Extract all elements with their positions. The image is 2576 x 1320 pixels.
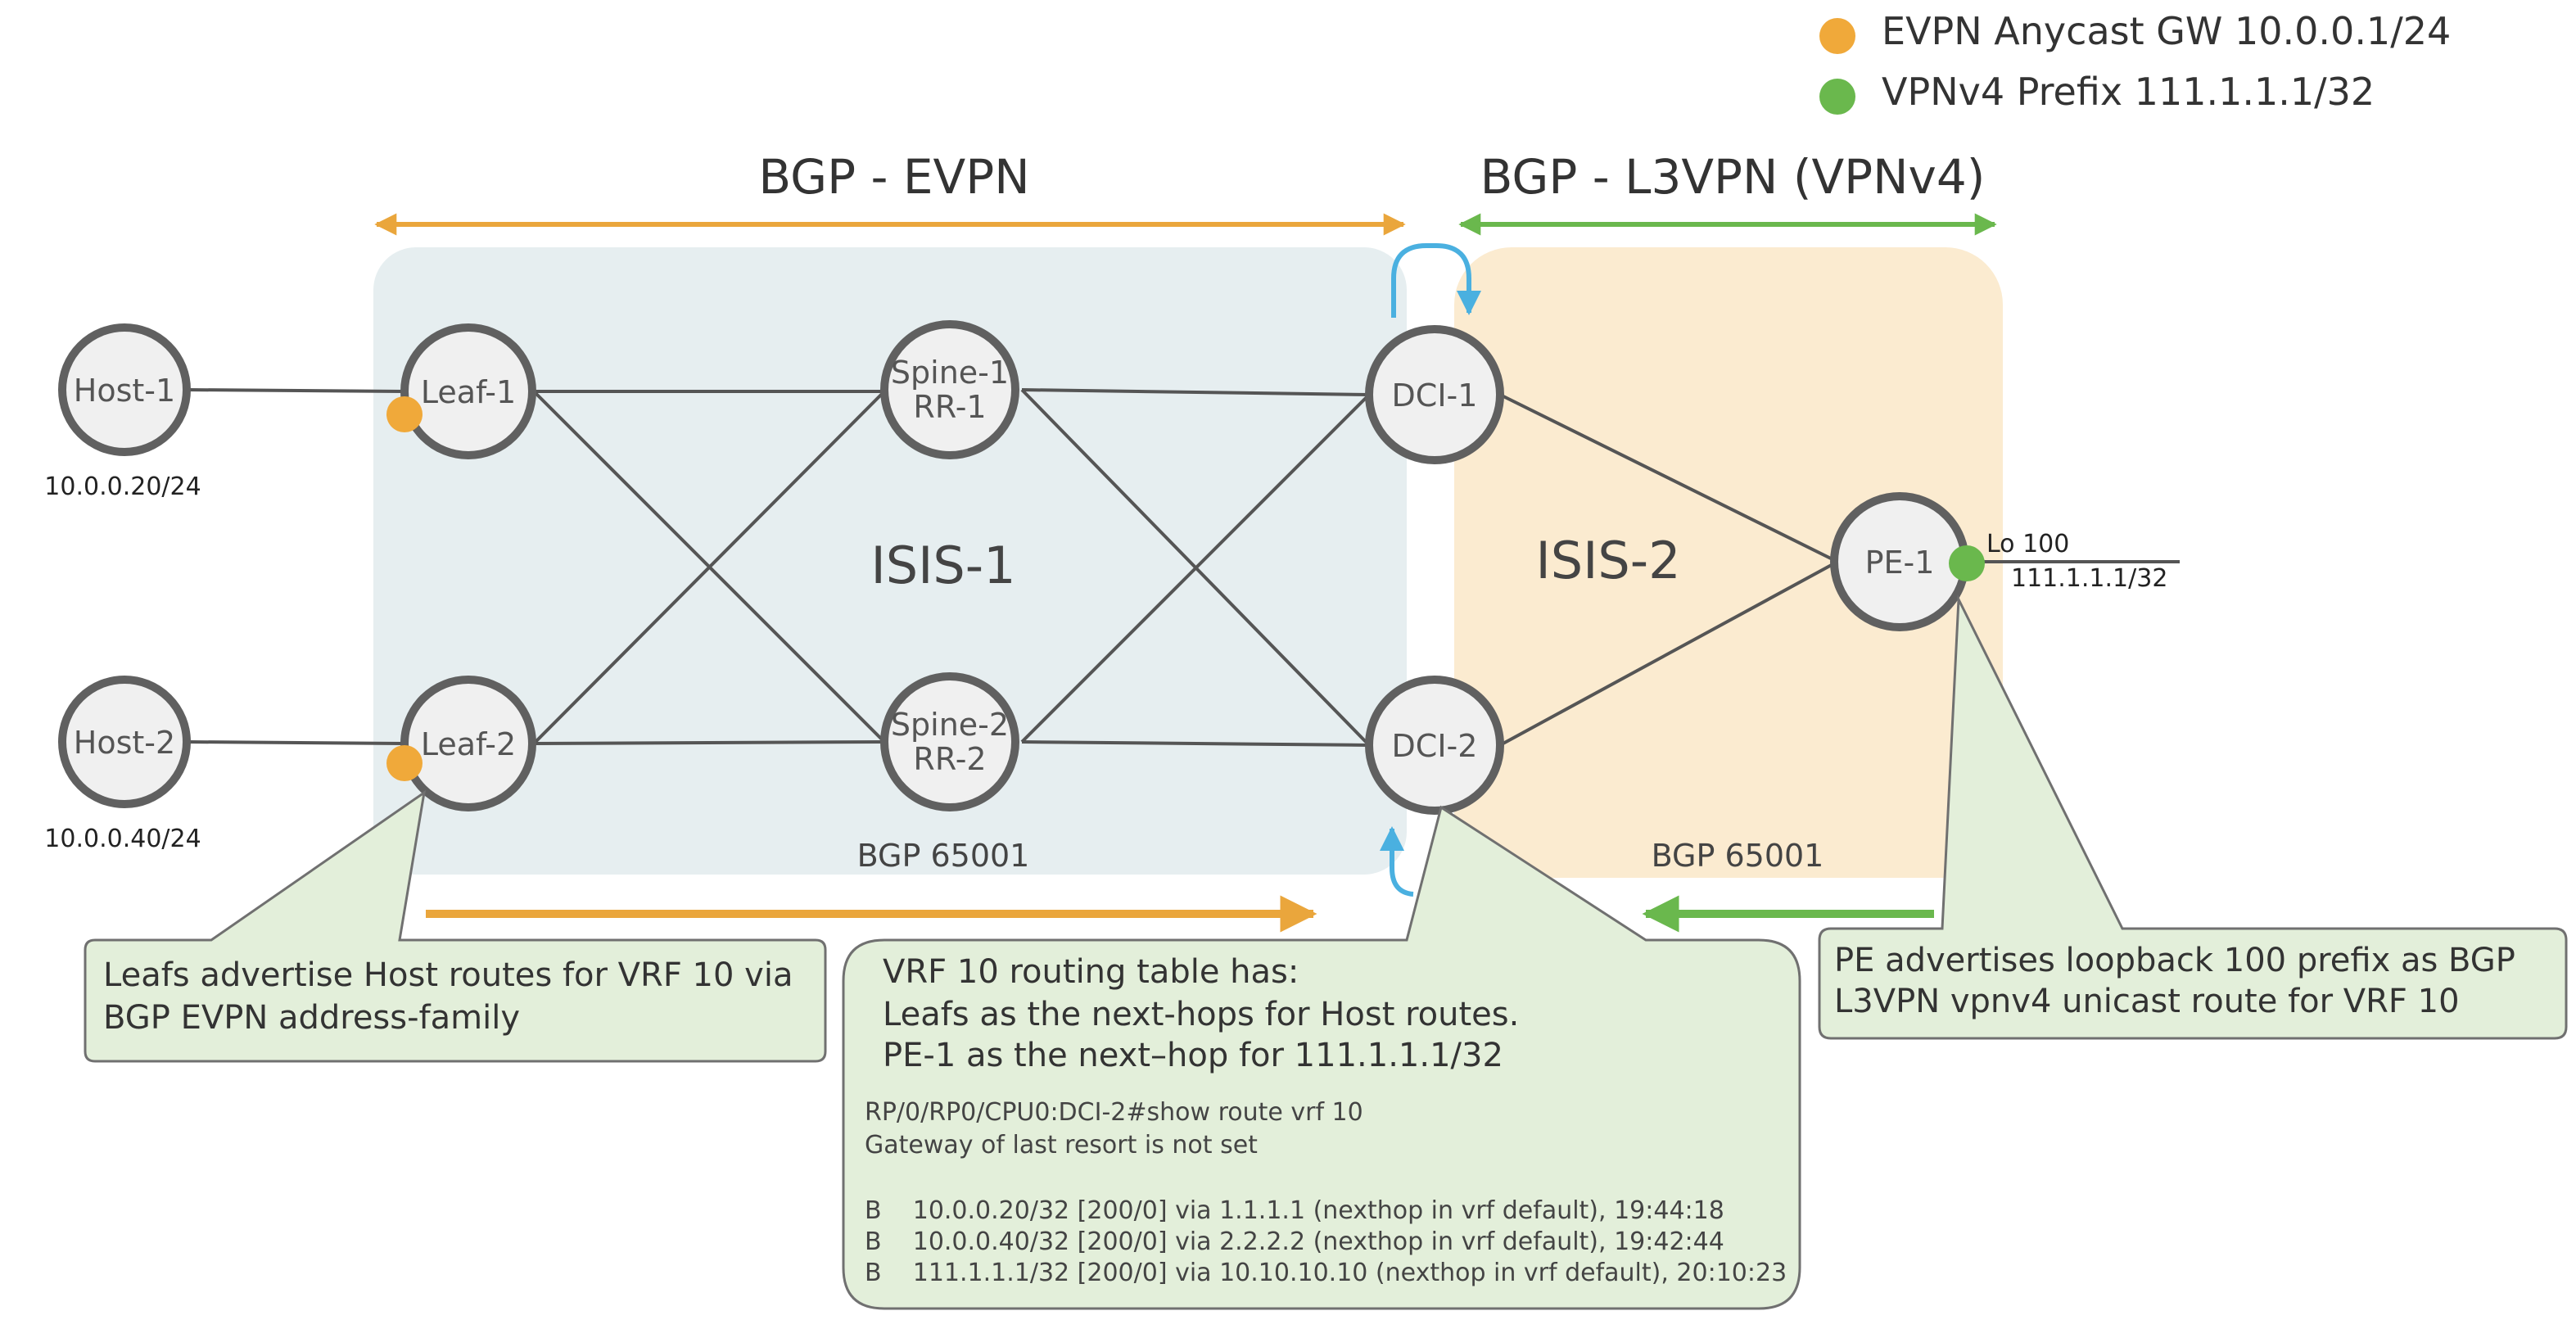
loopback-name: Lo 100 xyxy=(1986,530,2069,558)
link-dci2-pe1 xyxy=(1499,560,1838,747)
leaf2-node[interactable]: Leaf-2 xyxy=(400,676,536,811)
host1-label: Host-1 xyxy=(74,373,175,409)
link-spine2-dci1 xyxy=(1020,393,1371,744)
link-leaf2-spine1 xyxy=(532,390,886,745)
legend-vpnv4-label: VPNv4 Prefix 111.1.1.1/32 xyxy=(1882,70,2375,114)
rr1-label: RR-1 xyxy=(913,389,986,425)
vrf-callout-line-1: VRF 10 routing table has: xyxy=(883,953,1299,991)
spine2-label: Spine-2 xyxy=(891,707,1009,743)
pe-callout-line-2: L3VPN vpnv4 unicast route for VRF 10 xyxy=(1834,983,2460,1020)
host2-label: Host-2 xyxy=(74,725,175,761)
loopback-address: 111.1.1.1/32 xyxy=(2011,564,2167,593)
isis1-region xyxy=(373,247,1407,875)
leafs-callout: Leafs advertise Host routes for VRF 10 v… xyxy=(84,789,827,1063)
cli-route-1: B 10.0.0.20/32 [200/0] via 1.1.1.1 (next… xyxy=(865,1196,1724,1225)
pe1-node[interactable]: PE-1 xyxy=(1830,492,1969,631)
bgp-l3vpn-title: BGP - L3VPN (VPNv4) xyxy=(1480,149,1986,205)
bgp-evpn-title: BGP - EVPN xyxy=(758,149,1029,205)
host1-address: 10.0.0.20/24 xyxy=(44,472,201,501)
dci2-node[interactable]: DCI-2 xyxy=(1365,676,1504,815)
dci1-label: DCI-1 xyxy=(1392,377,1478,414)
dci1-node[interactable]: DCI-1 xyxy=(1365,325,1504,464)
leaf1-anycast-gw-dot xyxy=(386,396,423,432)
leaf2-label: Leaf-2 xyxy=(421,726,516,762)
vrf-routing-callout: VRF 10 routing table has: Leafs as the n… xyxy=(842,805,1801,1310)
host1-node[interactable]: Host-1 xyxy=(58,323,191,456)
vrf-callout-line-3: PE-1 as the next–hop for 111.1.1.1/32 xyxy=(883,1037,1503,1074)
pe1-label: PE-1 xyxy=(1865,545,1935,581)
pe-callout-line-1: PE advertises loopback 100 prefix as BGP xyxy=(1834,942,2515,979)
cli-line-2: Gateway of last resort is not set xyxy=(865,1131,1258,1160)
link-dci1-pe1 xyxy=(1499,393,1838,563)
pe-callout: PE advertises loopback 100 prefix as BGP… xyxy=(1818,594,2568,1040)
cli-output: RP/0/RP0/CPU0:DCI-2#show route vrf 10 Ga… xyxy=(865,1098,1787,1287)
leaf1-node[interactable]: Leaf-1 xyxy=(400,323,536,459)
leaf1-label: Leaf-1 xyxy=(421,374,516,410)
cli-route-3: B 111.1.1.1/32 [200/0] via 10.10.10.10 (… xyxy=(865,1259,1787,1287)
link-leaf2-spine2 xyxy=(533,740,885,745)
leafs-callout-line-1: Leafs advertise Host routes for VRF 10 v… xyxy=(103,956,793,994)
isis2-region xyxy=(1454,247,2003,878)
pe1-vpnv4-prefix-dot xyxy=(1949,545,1985,581)
leaf2-anycast-gw-dot xyxy=(386,745,423,781)
dci2-label: DCI-2 xyxy=(1392,728,1478,764)
links xyxy=(188,388,2180,747)
link-host1-leaf1 xyxy=(188,388,405,393)
vrf-callout-line-2: Leafs as the next-hops for Host routes. xyxy=(883,996,1519,1033)
cli-line-1: RP/0/RP0/CPU0:DCI-2#show route vrf 10 xyxy=(865,1098,1363,1127)
spine1-label: Spine-1 xyxy=(891,355,1009,391)
dci2-loop-arrow xyxy=(1380,826,1414,897)
legend-evpn-label: EVPN Anycast GW 10.0.0.1/24 xyxy=(1882,9,2451,53)
link-spine1-dci1 xyxy=(1021,388,1370,396)
isis1-label: ISIS-1 xyxy=(870,536,1015,595)
link-host2-leaf2 xyxy=(188,740,405,745)
legend-green-dot xyxy=(1819,79,1855,115)
spine2-node[interactable]: Spine-2 RR-2 xyxy=(880,672,1019,811)
dci1-redistribution-loop-arrow xyxy=(1391,243,1481,318)
host2-node[interactable]: Host-2 xyxy=(58,676,191,808)
legend-orange-dot xyxy=(1819,18,1855,54)
host2-address: 10.0.0.40/24 xyxy=(44,825,201,853)
spine1-node[interactable]: Spine-1 RR-1 xyxy=(880,320,1019,459)
rr2-label: RR-2 xyxy=(913,741,986,777)
link-spine2-dci2 xyxy=(1021,740,1370,747)
bgp-as-right-label: BGP 65001 xyxy=(1652,838,1824,874)
leafs-callout-line-2: BGP EVPN address-family xyxy=(103,999,520,1037)
cli-route-2: B 10.0.0.40/32 [200/0] via 2.2.2.2 (next… xyxy=(865,1227,1724,1256)
isis2-label: ISIS-2 xyxy=(1535,531,1680,590)
bgp-as-left-label: BGP 65001 xyxy=(857,838,1030,874)
